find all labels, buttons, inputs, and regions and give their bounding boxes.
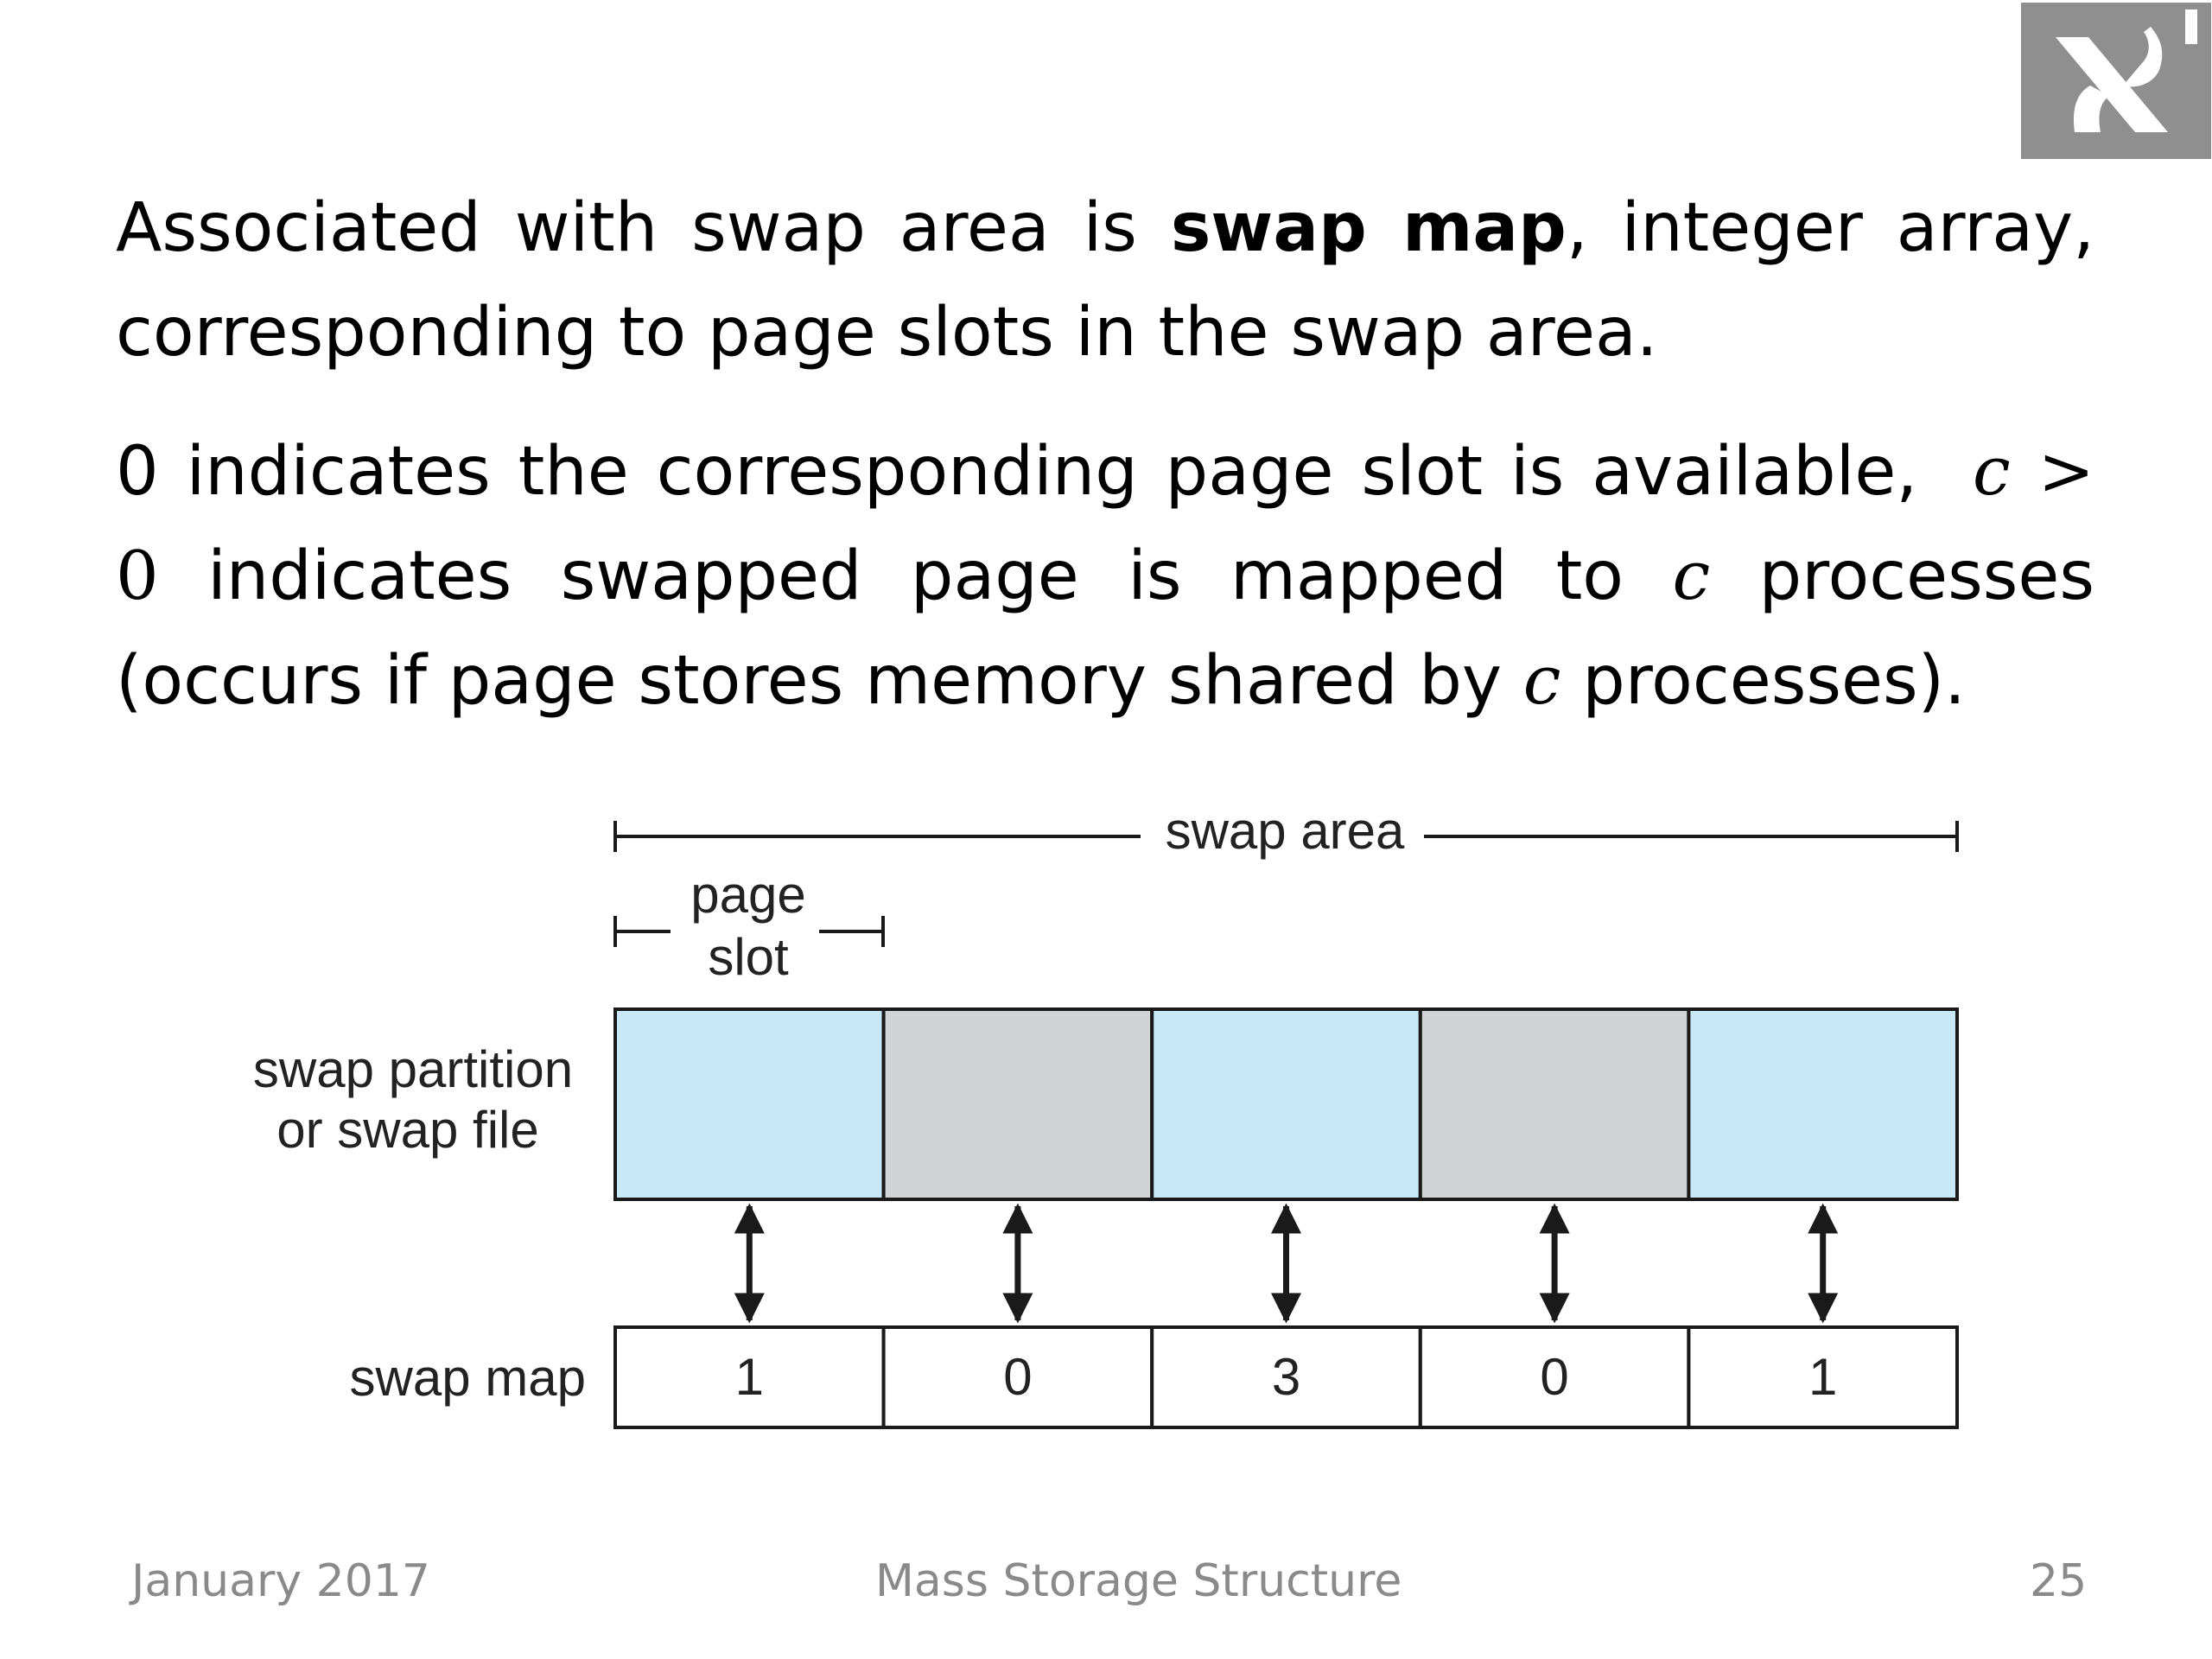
swap-area-dimension [613,821,1959,852]
footer-title: Mass Storage Structure [875,1555,1402,1607]
variable-c: c [1672,537,1711,615]
paragraph-swap-map-definition: Associated with swap area is swap map, i… [116,176,2094,385]
paragraph2-line2-text: indicates swapped page is mapped to [207,537,1624,615]
aleph-logo-icon [2021,3,2211,159]
swap-partition-label-line1: swap partition [253,1040,573,1098]
aleph-logo-glyph [2056,10,2197,132]
page-slot-1 [613,1007,886,1201]
paragraph1-line1: Associated with swap area is swap map, i… [116,176,2094,281]
paragraph2-line3-text: (occurs if page stores memory shared by [116,642,1502,720]
page-slot-5 [1687,1007,1960,1201]
paragraph2-line2: 0 indicates swapped page is mapped to c … [116,524,2094,629]
paragraph2-line1-text: 0 indicates the corresponding page slot … [116,433,1918,511]
slot-arrows [734,1203,1839,1324]
swap-map-count-4: 0 [1540,1348,1568,1406]
swap-map-cell-2 [881,1325,1154,1429]
swap-area-label: swap area [1166,802,1405,860]
variable-c: c [1522,642,1561,720]
swap-map-row: 1 0 3 0 1 [613,1325,1960,1429]
swap-partition-row [613,1007,1960,1201]
page-slot-3 [1150,1007,1422,1201]
page-slot-label-line1: page [690,866,805,924]
swap-map-count-1: 1 [735,1348,764,1406]
paragraph1-line1-text: Associated with swap area is [116,189,1137,267]
swap-map-row-label: swap map [350,1349,586,1407]
swap-map-count-3: 3 [1272,1348,1300,1406]
swap-map-cell-3 [1150,1325,1422,1429]
greater-than-symbol: > [2037,433,2095,511]
footer-page-number: 25 [2030,1555,2088,1607]
paragraph2-line3-tail: processes). [1582,642,1966,720]
page-slot-4 [1418,1007,1691,1201]
swap-map-term: swap map [1170,189,1567,267]
paragraph-swap-map-values: 0 indicates the corresponding page slot … [116,420,2094,734]
paragraph1-line2: corresponding to page slots in the swap … [116,294,1658,372]
swap-map-cell-1 [613,1325,886,1429]
swap-partition-label-line2: or swap file [276,1101,538,1159]
variable-c: c [1973,433,2011,511]
page-slot-label-line2: slot [708,928,789,986]
math-zero: 0 [116,537,159,615]
page-slot-2 [881,1007,1154,1201]
swap-map-count-5: 1 [1808,1348,1837,1406]
paragraph2-line3: (occurs if page stores memory shared by … [116,629,2094,734]
paragraph1-line1-tail: , integer array, [1566,189,2095,267]
swap-map-cell-5 [1687,1325,1960,1429]
swap-map-count-2: 0 [1003,1348,1032,1406]
paragraph2-line2-tail: processes [1758,537,2094,615]
footer-date: January 2017 [131,1555,430,1607]
paragraph2-line1: 0 indicates the corresponding page slot … [116,420,2094,524]
page-slot-dimension [613,916,885,947]
